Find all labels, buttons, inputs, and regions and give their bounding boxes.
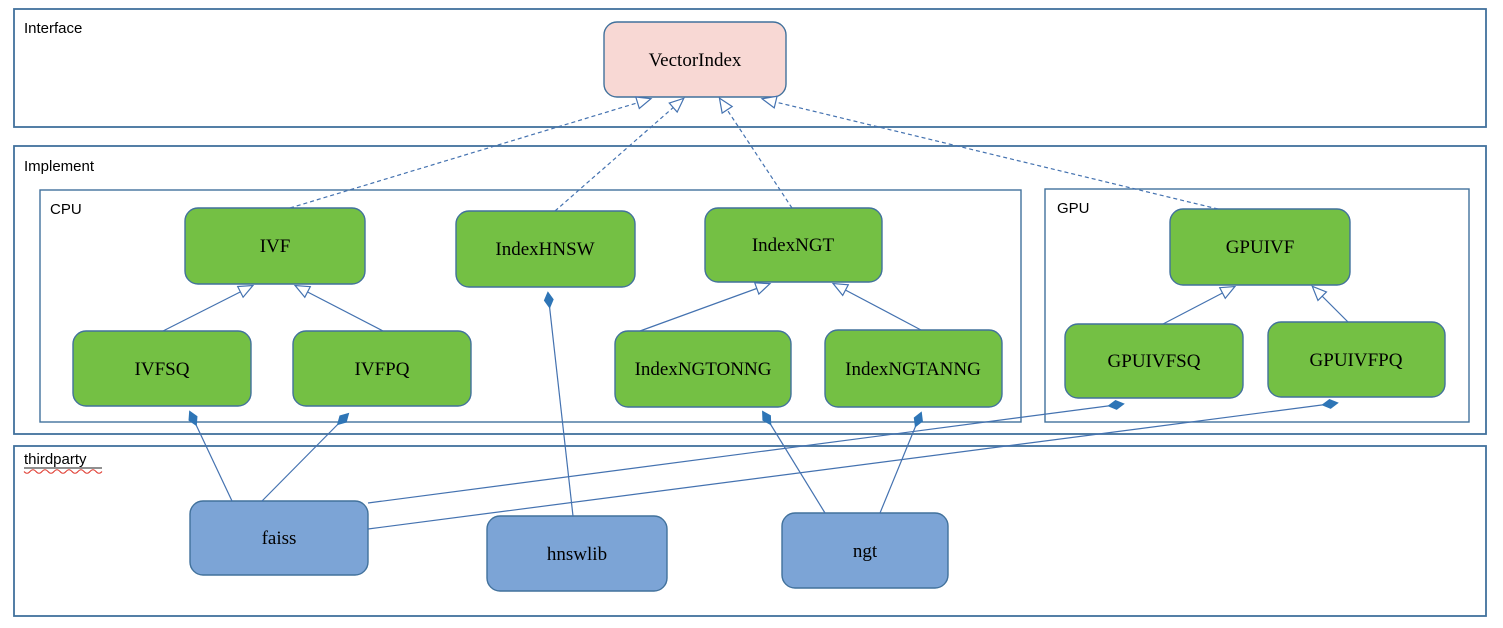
container-gpu[interactable]: GPU [1044, 188, 1470, 423]
node-faiss[interactable]: faiss [189, 500, 369, 576]
node-gpuivfpq[interactable]: GPUIVFPQ [1267, 321, 1446, 398]
node-vectorindex[interactable]: VectorIndex [603, 21, 787, 98]
edge-ngt-indexngtanng [879, 411, 923, 514]
node-indexhnsw[interactable]: IndexHNSW [455, 210, 636, 288]
node-ivf[interactable]: IVF [184, 207, 366, 285]
node-hnswlib[interactable]: hnswlib [486, 515, 668, 592]
node-indexngtonng[interactable]: IndexNGTONNG [614, 330, 792, 408]
node-indexngtanng[interactable]: IndexNGTANNG [824, 329, 1003, 408]
edge-faiss-ivfpq [261, 412, 350, 502]
node-ngt[interactable]: ngt [781, 512, 949, 589]
edge-faiss-gpuivfsq [367, 399, 1125, 504]
edge-indexhnsw-vectorindex [554, 97, 685, 212]
edge-ngt-indexngtonng [762, 410, 826, 514]
container-cpu[interactable]: CPU [39, 189, 1022, 423]
edge-indexngtanng-indexngt [831, 282, 922, 331]
node-indexngt-label: IndexNGT [752, 235, 835, 256]
node-faiss-label: faiss [262, 528, 297, 549]
node-ivf-label: IVF [260, 236, 291, 257]
edge-gpuivfpq-gpuivf [1311, 285, 1349, 323]
node-gpuivfsq-label: GPUIVFSQ [1108, 351, 1201, 372]
edge-ivfpq-ivf [293, 284, 384, 332]
spellcheck-squiggle-icon [23, 469, 103, 474]
container-thirdparty[interactable]: thirdparty [13, 445, 1487, 617]
node-ivfsq[interactable]: IVFSQ [72, 330, 252, 407]
edge-faiss-gpuivfpq [367, 398, 1339, 530]
node-gpuivf-label: GPUIVF [1226, 237, 1295, 258]
node-hnswlib-label: hnswlib [547, 544, 607, 565]
container-gpu-label: GPU [1057, 200, 1090, 217]
node-ivfsq-label: IVFSQ [135, 359, 190, 380]
container-thirdparty-label: thirdparty [24, 451, 87, 468]
node-indexngtonng-label: IndexNGTONNG [635, 359, 772, 380]
edge-faiss-ivfsq [188, 410, 233, 502]
edge-indexngtonng-indexngt [639, 282, 772, 332]
container-implement-label: Implement [24, 158, 95, 175]
node-gpuivf[interactable]: GPUIVF [1169, 208, 1351, 286]
edge-indexngt-vectorindex [718, 96, 793, 209]
node-ivfpq-label: IVFPQ [355, 359, 410, 380]
edge-hnswlib-indexhnsw [543, 291, 574, 517]
node-indexngt[interactable]: IndexNGT [704, 207, 883, 283]
edge-ivfsq-ivf [162, 284, 255, 332]
container-interface-label: Interface [24, 20, 82, 37]
node-indexngtanng-label: IndexNGTANNG [845, 359, 981, 380]
node-vectorindex-label: VectorIndex [649, 50, 742, 71]
node-gpuivfsq[interactable]: GPUIVFSQ [1064, 323, 1244, 399]
container-cpu-label: CPU [50, 201, 82, 218]
node-ngt-label: ngt [853, 541, 878, 562]
node-gpuivfpq-label: GPUIVFPQ [1310, 350, 1403, 371]
edge-gpuivfsq-gpuivf [1162, 285, 1237, 325]
node-ivfpq[interactable]: IVFPQ [292, 330, 472, 407]
node-indexhnsw-label: IndexHNSW [495, 239, 594, 260]
edge-gpuivf-vectorindex [760, 95, 1219, 210]
